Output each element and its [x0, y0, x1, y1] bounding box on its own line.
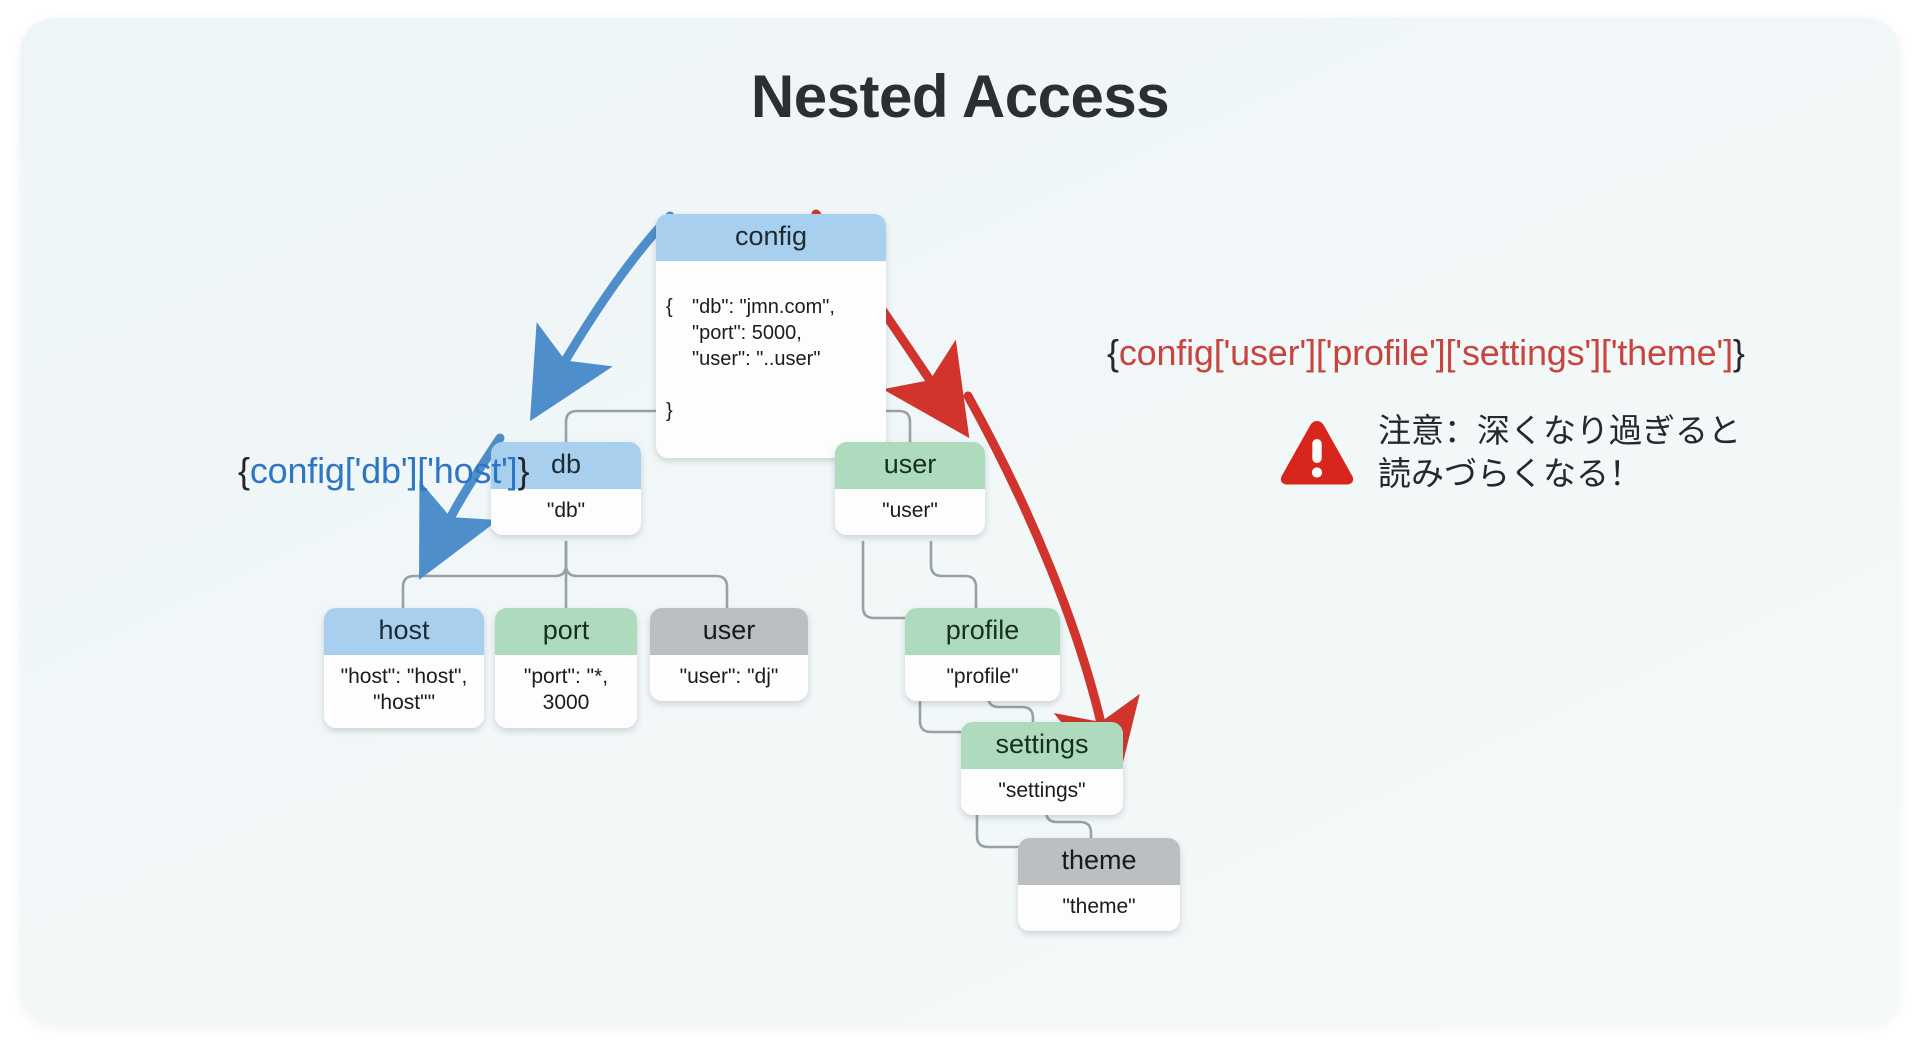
- annotation-right-expr: config['user']['profile']['settings']['t…: [1118, 332, 1733, 373]
- node-theme[interactable]: theme "theme": [1018, 838, 1180, 932]
- node-config-label: config: [656, 214, 886, 262]
- node-port-label: port: [495, 608, 637, 656]
- node-user-leaf-value: "user": "dj": [650, 655, 808, 702]
- annotation-left-expression: {config['db']['host']}: [238, 450, 530, 492]
- page-title: Nested Access: [750, 63, 1170, 130]
- annotation-left-brace-close: }: [517, 450, 530, 491]
- node-host-value: "host": "host", "host"": [324, 655, 484, 728]
- node-settings[interactable]: settings "settings": [961, 722, 1123, 816]
- node-profile[interactable]: profile "profile": [905, 608, 1060, 702]
- node-theme-value: "theme": [1018, 885, 1180, 932]
- annotation-left-brace-open: {: [238, 450, 250, 491]
- annotation-left-expr: config['db']['host']: [249, 450, 518, 491]
- diagram-card: Nested Access: [20, 18, 1900, 1026]
- node-port[interactable]: port "port": "*, 3000: [495, 608, 637, 728]
- node-settings-label: settings: [961, 722, 1123, 770]
- node-profile-value: "profile": [905, 655, 1060, 702]
- node-settings-value: "settings": [961, 769, 1123, 816]
- node-db-label: db: [491, 442, 641, 490]
- node-host-label: host: [324, 608, 484, 656]
- annotation-right-brace-open: {: [1107, 332, 1119, 373]
- node-config-brace-open: {: [666, 296, 673, 319]
- node-profile-label: profile: [905, 608, 1060, 656]
- node-user-leaf-label: user: [650, 608, 808, 656]
- node-theme-label: theme: [1018, 838, 1180, 886]
- node-user-label: user: [835, 442, 985, 490]
- warning-text: 注意：深くなり過ぎると 読みづらくなる！: [1378, 412, 1741, 492]
- warning-triangle-icon: [1280, 420, 1354, 485]
- node-db-value: "db": [491, 489, 641, 536]
- annotation-right-brace-close: }: [1732, 332, 1745, 373]
- node-config-lines: "db": "jmn.com", "port": 5000, "user": "…: [692, 296, 835, 371]
- node-user[interactable]: user "user": [835, 442, 985, 536]
- node-config[interactable]: config { "db": "jmn.com", "port": 5000, …: [656, 214, 886, 459]
- node-host[interactable]: host "host": "host", "host"": [324, 608, 484, 728]
- node-db[interactable]: db "db": [491, 442, 641, 536]
- node-user-leaf[interactable]: user "user": "dj": [650, 608, 808, 702]
- node-config-brace-close: }: [666, 400, 673, 423]
- warning-block: 注意：深くなり過ぎると 読みづらくなる！: [1278, 410, 1741, 496]
- node-user-value: "user": [835, 489, 985, 536]
- annotation-right-expression: {config['user']['profile']['settings']['…: [1107, 332, 1745, 374]
- node-port-value: "port": "*, 3000: [495, 655, 637, 728]
- node-config-body: { "db": "jmn.com", "port": 5000, "user":…: [656, 261, 886, 459]
